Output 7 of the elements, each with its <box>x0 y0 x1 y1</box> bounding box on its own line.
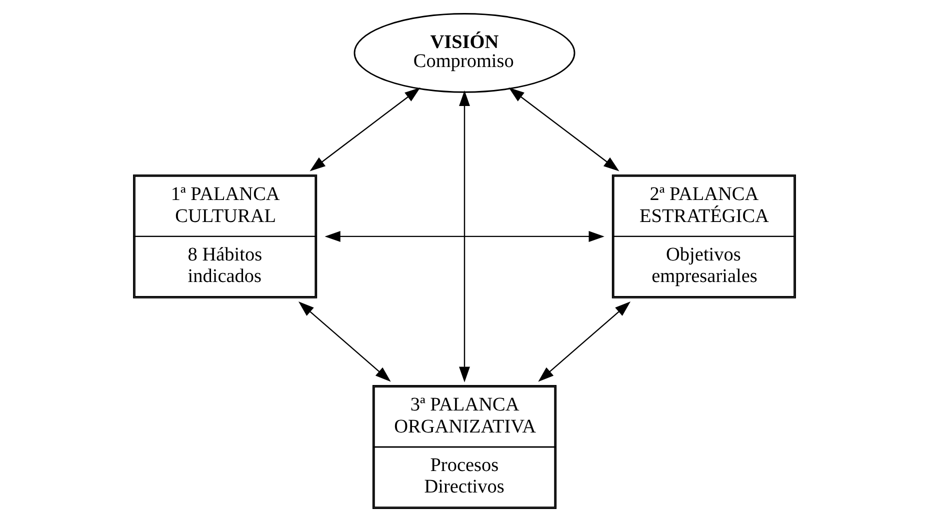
arrow <box>298 300 391 382</box>
arrow <box>538 300 631 382</box>
arrow <box>459 90 470 382</box>
arrow <box>508 87 620 171</box>
arrow <box>324 230 604 242</box>
arrow <box>310 87 420 171</box>
node-ellipse: VISIÓN Compromiso <box>354 12 576 92</box>
